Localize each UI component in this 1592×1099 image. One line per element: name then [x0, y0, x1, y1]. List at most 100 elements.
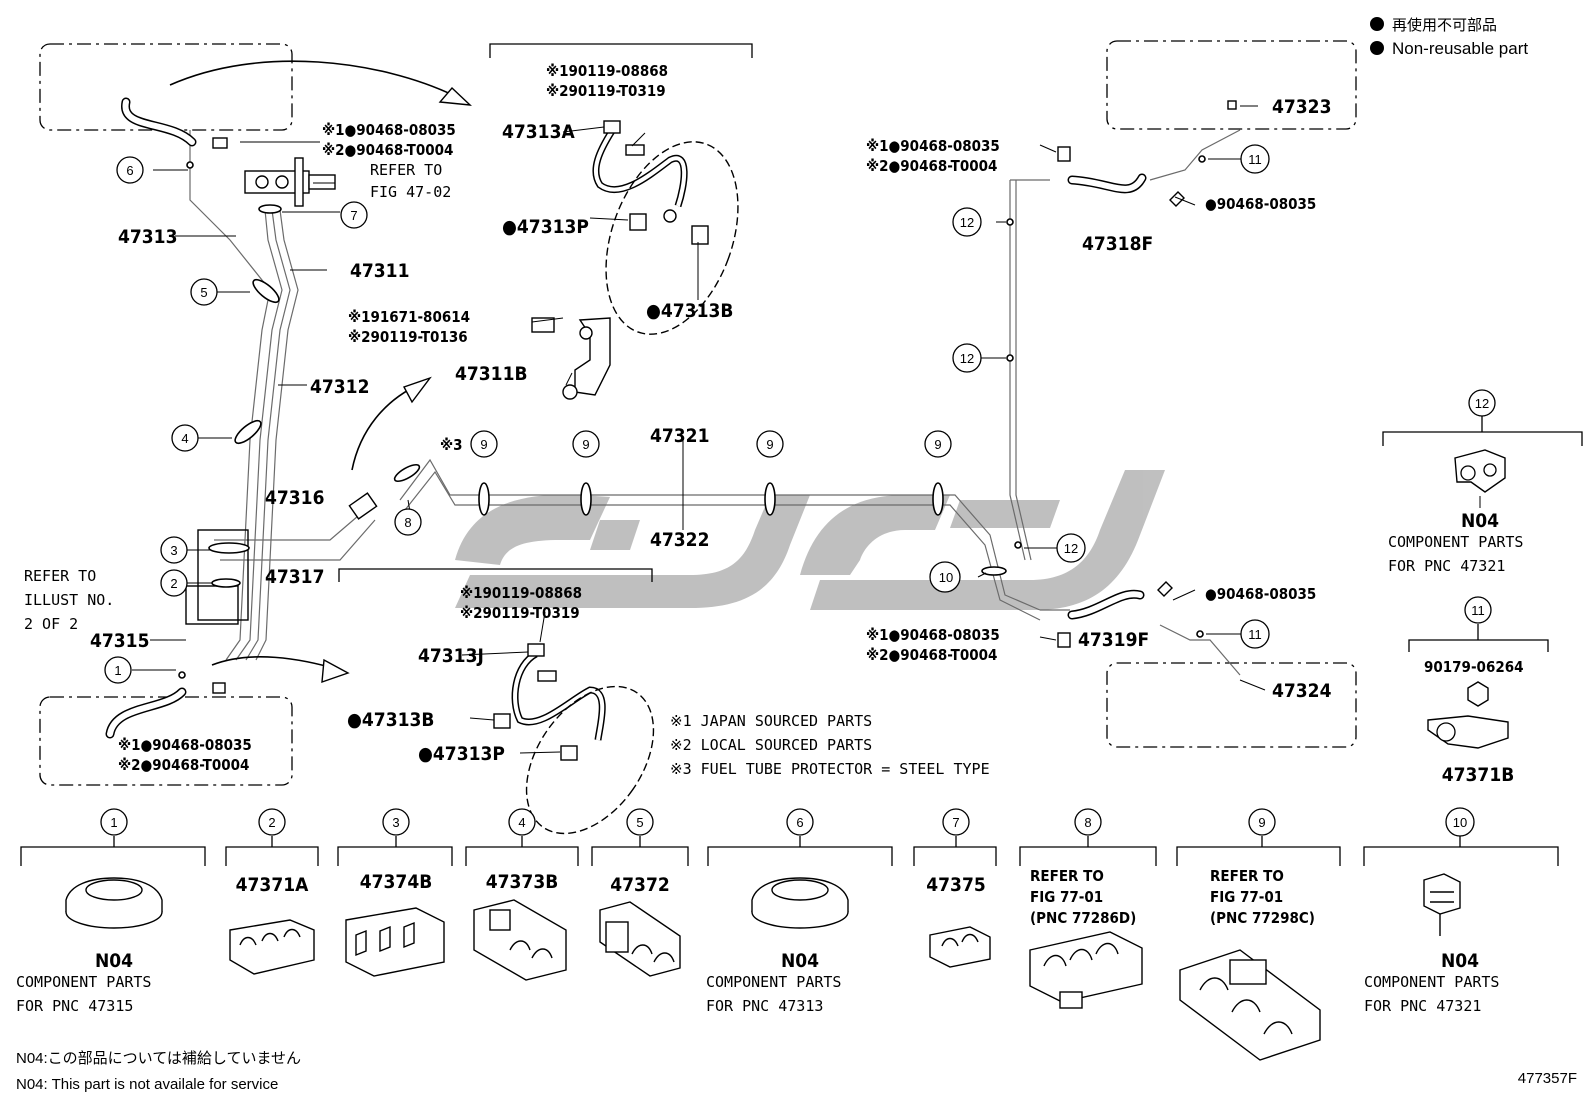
bottom-part-labels: N04 COMPONENT PARTS FOR PNC 47315 47371A… [16, 867, 1499, 1015]
bottom-8-ref3: (PNC 77286D) [1030, 909, 1136, 927]
bottom-num-9: 9 [1258, 815, 1265, 830]
bracket-assembly [531, 317, 611, 400]
ref-left-top-b: ※2●90468-T0004 [322, 141, 453, 159]
label-47318F: 47318F [1082, 233, 1153, 255]
bottom-num-8: 8 [1084, 815, 1091, 830]
callout-numbers: 6 7 5 4 3 2 1 8 9 9 9 9 10 11 11 12 12 1… [114, 152, 1261, 678]
refer-fig-line2: FIG 47-02 [370, 183, 451, 201]
side-11-part: 47371B [1442, 764, 1515, 786]
callout-9-note: ※3 [440, 436, 463, 454]
label-90468-right-bot: ●90468-08035 [1205, 585, 1316, 603]
fittings [212, 100, 1237, 694]
master-cylinder-block [185, 157, 336, 625]
bottom-num-6: 6 [796, 815, 803, 830]
ref-right-top-a: ※1●90468-08035 [866, 137, 1000, 155]
arrowheads [321, 86, 472, 684]
bottom-num-2: 2 [268, 815, 275, 830]
callout-7: 7 [350, 208, 357, 223]
side-11-bolt: 90179-06264 [1424, 658, 1524, 676]
legend: 再使用不可部品 Non-reusable part [1370, 17, 1528, 58]
label-47315: 47315 [90, 630, 149, 652]
label-47323: 47323 [1272, 96, 1331, 118]
callout-12b: 12 [960, 351, 974, 366]
side-11-num: 11 [1471, 603, 1485, 618]
legend-en: Non-reusable part [1392, 39, 1528, 58]
ref-right-bot-a: ※1●90468-08035 [866, 626, 1000, 644]
ref-left-top-a: ※1●90468-08035 [322, 121, 456, 139]
label-47316: 47316 [265, 487, 324, 509]
hose-assembly-bottom [493, 643, 655, 835]
bottom-9-ref3: (PNC 77298C) [1210, 909, 1315, 927]
bottom-10-code: N04 [1441, 950, 1479, 972]
callout-6: 6 [126, 163, 133, 178]
legend-jp: 再使用不可部品 [1392, 17, 1497, 34]
bottom-part-drawings [65, 873, 1461, 1061]
bottom-num-5: 5 [636, 815, 643, 830]
pipe-clamps [178, 155, 1206, 679]
note-1: ※1 JAPAN SOURCED PARTS [670, 712, 872, 730]
callout-circles [104, 144, 1270, 684]
side-12-num: 12 [1475, 396, 1489, 411]
label-90468-right-top: ●90468-08035 [1205, 195, 1316, 213]
label-47313: 47313 [118, 226, 177, 248]
bottom-8-ref2: FIG 77-01 [1030, 888, 1103, 906]
watermark-logo [455, 470, 1165, 610]
bottom-1-desc1: COMPONENT PARTS [16, 973, 151, 991]
ref-right-bot-b: ※2●90468-T0004 [866, 646, 997, 664]
callout-12a: 12 [960, 215, 974, 230]
bottom-1-code: N04 [95, 950, 133, 972]
bottom-8-ref1: REFER TO [1030, 867, 1104, 885]
side-12-desc1: COMPONENT PARTS [1388, 533, 1523, 551]
ref-bracket-b: ※290119-T0136 [348, 328, 468, 346]
bottom-1-desc2: FOR PNC 47315 [16, 997, 133, 1015]
refer-illust-line1: REFER TO [24, 567, 96, 585]
callout-3: 3 [170, 543, 177, 558]
note-2: ※2 LOCAL SOURCED PARTS [670, 736, 872, 754]
callout-9a: 9 [480, 437, 487, 452]
figure-id: 477357F [1518, 1070, 1577, 1087]
bottom-num-10: 10 [1453, 815, 1467, 830]
ref-bracket-a: ※191671-80614 [348, 308, 470, 326]
callout-11a: 11 [1248, 152, 1262, 167]
hose-assembly-top [592, 120, 739, 335]
ref-pairs: ※1●90468-08035 ※2●90468-T0004 ※1●90468-0… [118, 62, 1000, 774]
label-47312: 47312 [310, 376, 369, 398]
label-47324: 47324 [1272, 680, 1332, 702]
notes: ※1 JAPAN SOURCED PARTS ※2 LOCAL SOURCED … [670, 712, 990, 778]
label-47322: 47322 [650, 529, 709, 551]
part-labels: 47313 47311 47312 47316 47317 47315 4732… [24, 96, 1332, 765]
bottom-7-pn: 47375 [926, 874, 985, 896]
callout-1: 1 [114, 663, 121, 678]
side-12-code: N04 [1461, 510, 1499, 532]
bottom-6-desc1: COMPONENT PARTS [706, 973, 841, 991]
callout-5: 5 [200, 285, 207, 300]
dashed-frames [39, 40, 1357, 786]
bottom-num-4: 4 [518, 815, 525, 830]
ref-hose-bot-b: ※290119-T0319 [460, 604, 580, 622]
label-47319F: 47319F [1078, 629, 1149, 651]
bottom-3-pn: 47374B [360, 871, 433, 893]
bottom-num-7: 7 [952, 815, 959, 830]
footnote-jp: N04:この部品については補給していません [16, 1050, 301, 1067]
flex-hoses-fill [107, 99, 1145, 737]
bottom-callout-numbers: 1 2 3 4 5 6 7 8 9 10 [110, 815, 1467, 830]
bottom-5-pn: 47372 [610, 874, 669, 896]
label-47313B-bot: ●47313B [347, 709, 434, 731]
bottom-10-desc1: COMPONENT PARTS [1364, 973, 1499, 991]
callout-4: 4 [181, 431, 188, 446]
leader-lines [132, 105, 1266, 754]
bottom-4-pn: 47373B [486, 871, 559, 893]
ref-left-bot-a: ※1●90468-08035 [118, 736, 252, 754]
bottom-9-ref1: REFER TO [1210, 867, 1284, 885]
bottom-6-desc2: FOR PNC 47313 [706, 997, 823, 1015]
bottom-2-pn: 47371A [236, 874, 309, 896]
group-brackets [338, 43, 1583, 652]
bottom-callouts [100, 807, 1475, 837]
ref-left-bot-b: ※2●90468-T0004 [118, 756, 249, 774]
label-47311B: 47311B [455, 363, 528, 385]
ref-hose-top-a: ※190119-08868 [546, 62, 668, 80]
bottom-num-3: 3 [392, 815, 399, 830]
label-47313P-top: ●47313P [502, 216, 589, 238]
label-47311: 47311 [350, 260, 409, 282]
refer-fig-line1: REFER TO [370, 161, 442, 179]
